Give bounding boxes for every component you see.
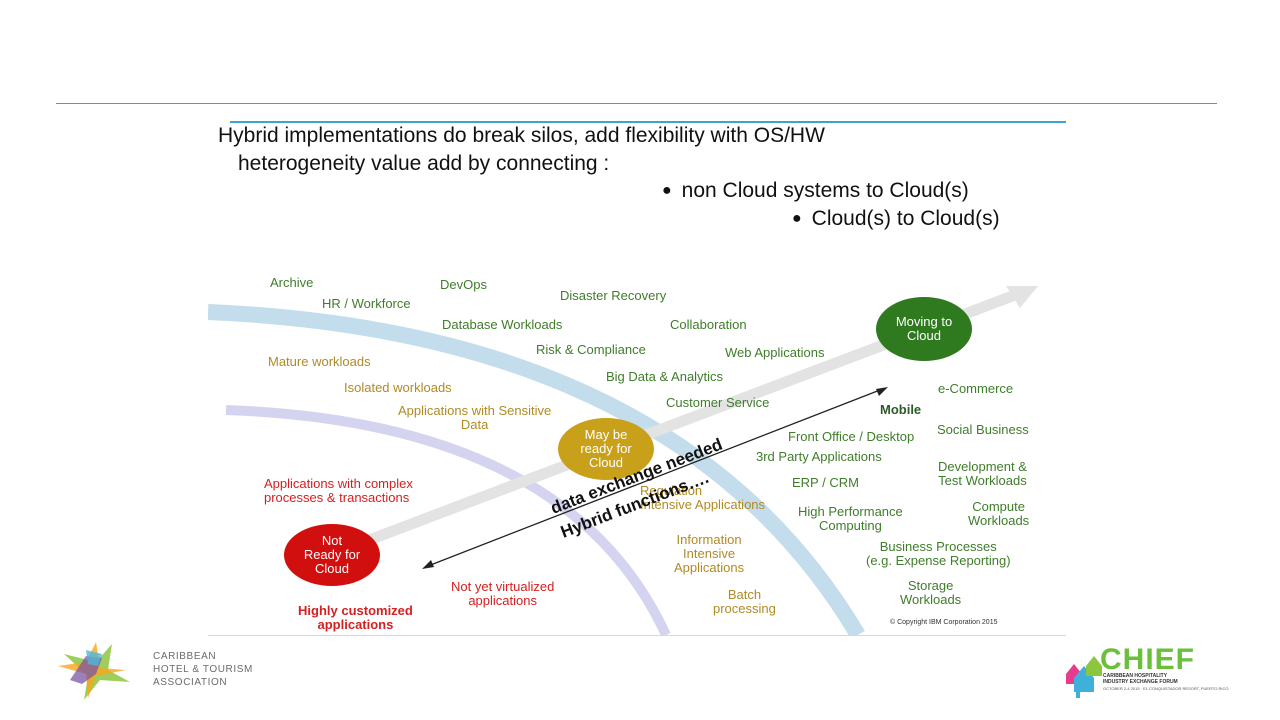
label-business-processes: Business Processes (e.g. Expense Reporti… [866, 539, 1011, 568]
bullet-text: non Cloud systems to Cloud(s) [681, 179, 969, 202]
bullet-item-1: ● non Cloud systems to Cloud(s) [662, 179, 969, 203]
label-mobile: Mobile [880, 402, 922, 417]
label-front-office: Front Office / Desktop [788, 429, 915, 444]
label-not-virtualized: Not yet virtualized applications [451, 579, 555, 608]
label-mature-workloads: Mature workloads [268, 354, 371, 369]
moving-to-cloud-circle: Moving to Cloud [876, 297, 972, 361]
label-information-intensive: Information Intensive Applications [674, 532, 745, 575]
chief-subtitle-2: INDUSTRY EXCHANGE FORUM [1103, 679, 1178, 685]
maybe-ready-label: May be ready for Cloud [580, 427, 632, 470]
bullet-item-2: ● Cloud(s) to Cloud(s) [792, 207, 1000, 231]
chief-house-logo-icon [1066, 656, 1102, 698]
data-exchange-arrow [427, 389, 881, 567]
label-storage-workloads: Storage Workloads [900, 578, 962, 607]
label-hpc: High Performance Computing [798, 504, 903, 533]
label-customer-service: Customer Service [666, 395, 770, 410]
chief-subtitle: CARIBBEAN HOSPITALITY INDUSTRY EXCHANGE … [1103, 673, 1178, 685]
label-erp-crm: ERP / CRM [792, 475, 859, 490]
not-ready-circle: Not Ready for Cloud [284, 524, 380, 586]
label-isolated-workloads: Isolated workloads [344, 380, 452, 395]
label-regulation-intensive: Regulation Intensive Applications [640, 483, 766, 512]
chta-star-logo-icon [58, 642, 130, 700]
inner-arc [225, 405, 671, 635]
label-database-workloads: Database Workloads [442, 317, 563, 332]
content-divider [230, 121, 1066, 123]
cloud-readiness-diagram: Moving to Cloud May be ready for Cloud N… [208, 262, 1066, 635]
association-name: CARIBBEAN HOTEL & TOURISM ASSOCIATION [153, 650, 253, 689]
copyright-notice: © Copyright IBM Corporation 2015 [890, 619, 998, 626]
data-exchange-arrow-head-right [876, 387, 888, 396]
maybe-ready-circle: May be ready for Cloud [558, 418, 654, 480]
chief-subtitle-1: CARIBBEAN HOSPITALITY [1103, 673, 1168, 679]
diagram-graphics [208, 286, 1038, 635]
association-line-3: ASSOCIATION [153, 677, 228, 688]
label-big-data: Big Data & Analytics [606, 369, 724, 384]
label-complex-processes: Applications with complex processes & tr… [264, 476, 413, 505]
label-disaster-recovery: Disaster Recovery [560, 288, 667, 303]
association-line-2: HOTEL & TOURISM [153, 664, 253, 675]
label-social-business: Social Business [937, 422, 1029, 437]
chief-wordmark: CHIEF [1100, 643, 1195, 676]
outer-arc [208, 304, 865, 635]
label-dev-test: Development & Test Workloads [938, 459, 1027, 488]
not-ready-label: Not Ready for Cloud [303, 533, 361, 576]
label-batch-processing: Batch processing [713, 587, 776, 616]
association-line-1: CARIBBEAN [153, 651, 217, 662]
bullet-text: Cloud(s) to Cloud(s) [811, 207, 1000, 230]
progress-arrow-head [1006, 286, 1038, 308]
label-sensitive-data: Applications with Sensitive Data [398, 403, 552, 432]
diagram-bottom-rule [208, 635, 1066, 636]
label-collaboration: Collaboration [670, 317, 747, 332]
top-divider [56, 103, 1217, 104]
label-third-party: 3rd Party Applications [756, 449, 882, 464]
moving-to-cloud-label: Moving to Cloud [895, 314, 953, 343]
label-web-applications: Web Applications [725, 345, 825, 360]
data-exchange-arrow-head-left [422, 560, 434, 569]
label-risk-compliance: Risk & Compliance [536, 342, 646, 357]
label-ecommerce: e-Commerce [938, 381, 1014, 396]
headline-line-1: Hybrid implementations do break silos, a… [218, 124, 825, 147]
label-devops: DevOps [440, 277, 487, 292]
label-archive: Archive [270, 275, 314, 290]
chief-event: OCTOBER 2-4 2015 · EL CONQUISTADOR RESOR… [1103, 686, 1229, 691]
headline-line-2: heterogeneity value add by connecting : [238, 152, 610, 175]
label-hr-workforce: HR / Workforce [322, 296, 411, 311]
bullet-dot-icon: ● [792, 210, 802, 227]
label-highly-customized: Highly customized applications [298, 603, 413, 632]
label-compute-workloads: Compute Workloads [968, 499, 1030, 528]
bullet-dot-icon: ● [662, 182, 672, 199]
